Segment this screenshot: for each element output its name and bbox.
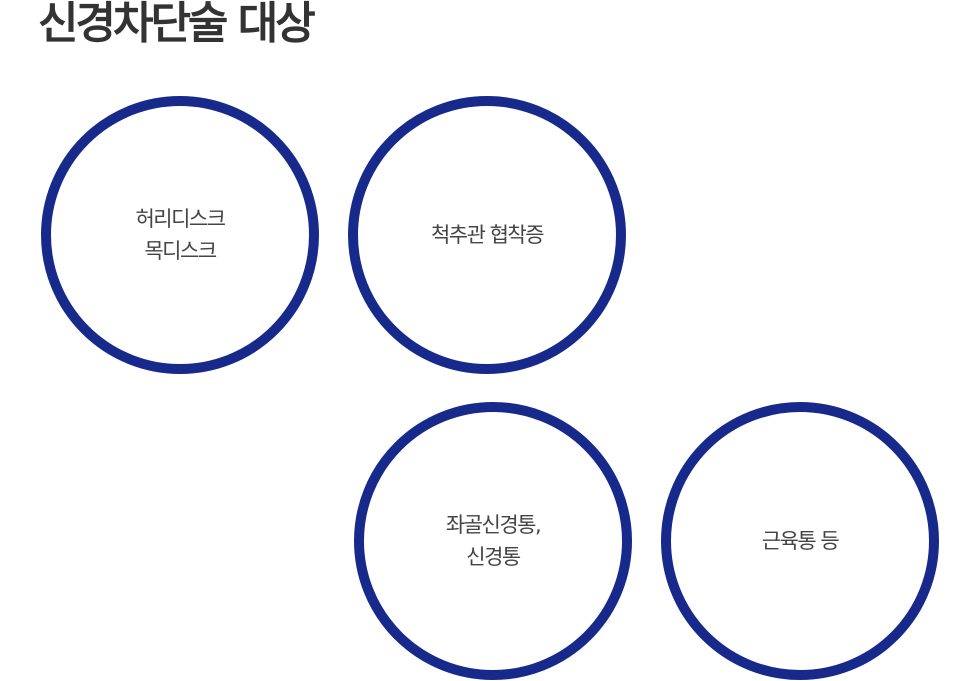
target-circle-disc: 허리디스크 목디스크 xyxy=(41,96,319,374)
circle-label-line: 근육통 등 xyxy=(761,529,840,553)
target-circle-stenosis: 척추관 협착증 xyxy=(348,96,626,374)
target-circle-sciatica: 좌골신경통, 신경통 xyxy=(354,402,632,680)
circle-label-line: 목디스크 xyxy=(144,239,217,263)
circle-label-line: 척추관 협착증 xyxy=(430,223,545,247)
circle-label-line: 좌골신경통, xyxy=(445,513,542,537)
target-circle-muscle-pain: 근육통 등 xyxy=(661,402,939,680)
page-title: 신경차단술 대상 xyxy=(38,0,316,49)
circle-label-line: 허리디스크 xyxy=(135,207,226,231)
circle-label-line: 신경통 xyxy=(466,545,521,569)
